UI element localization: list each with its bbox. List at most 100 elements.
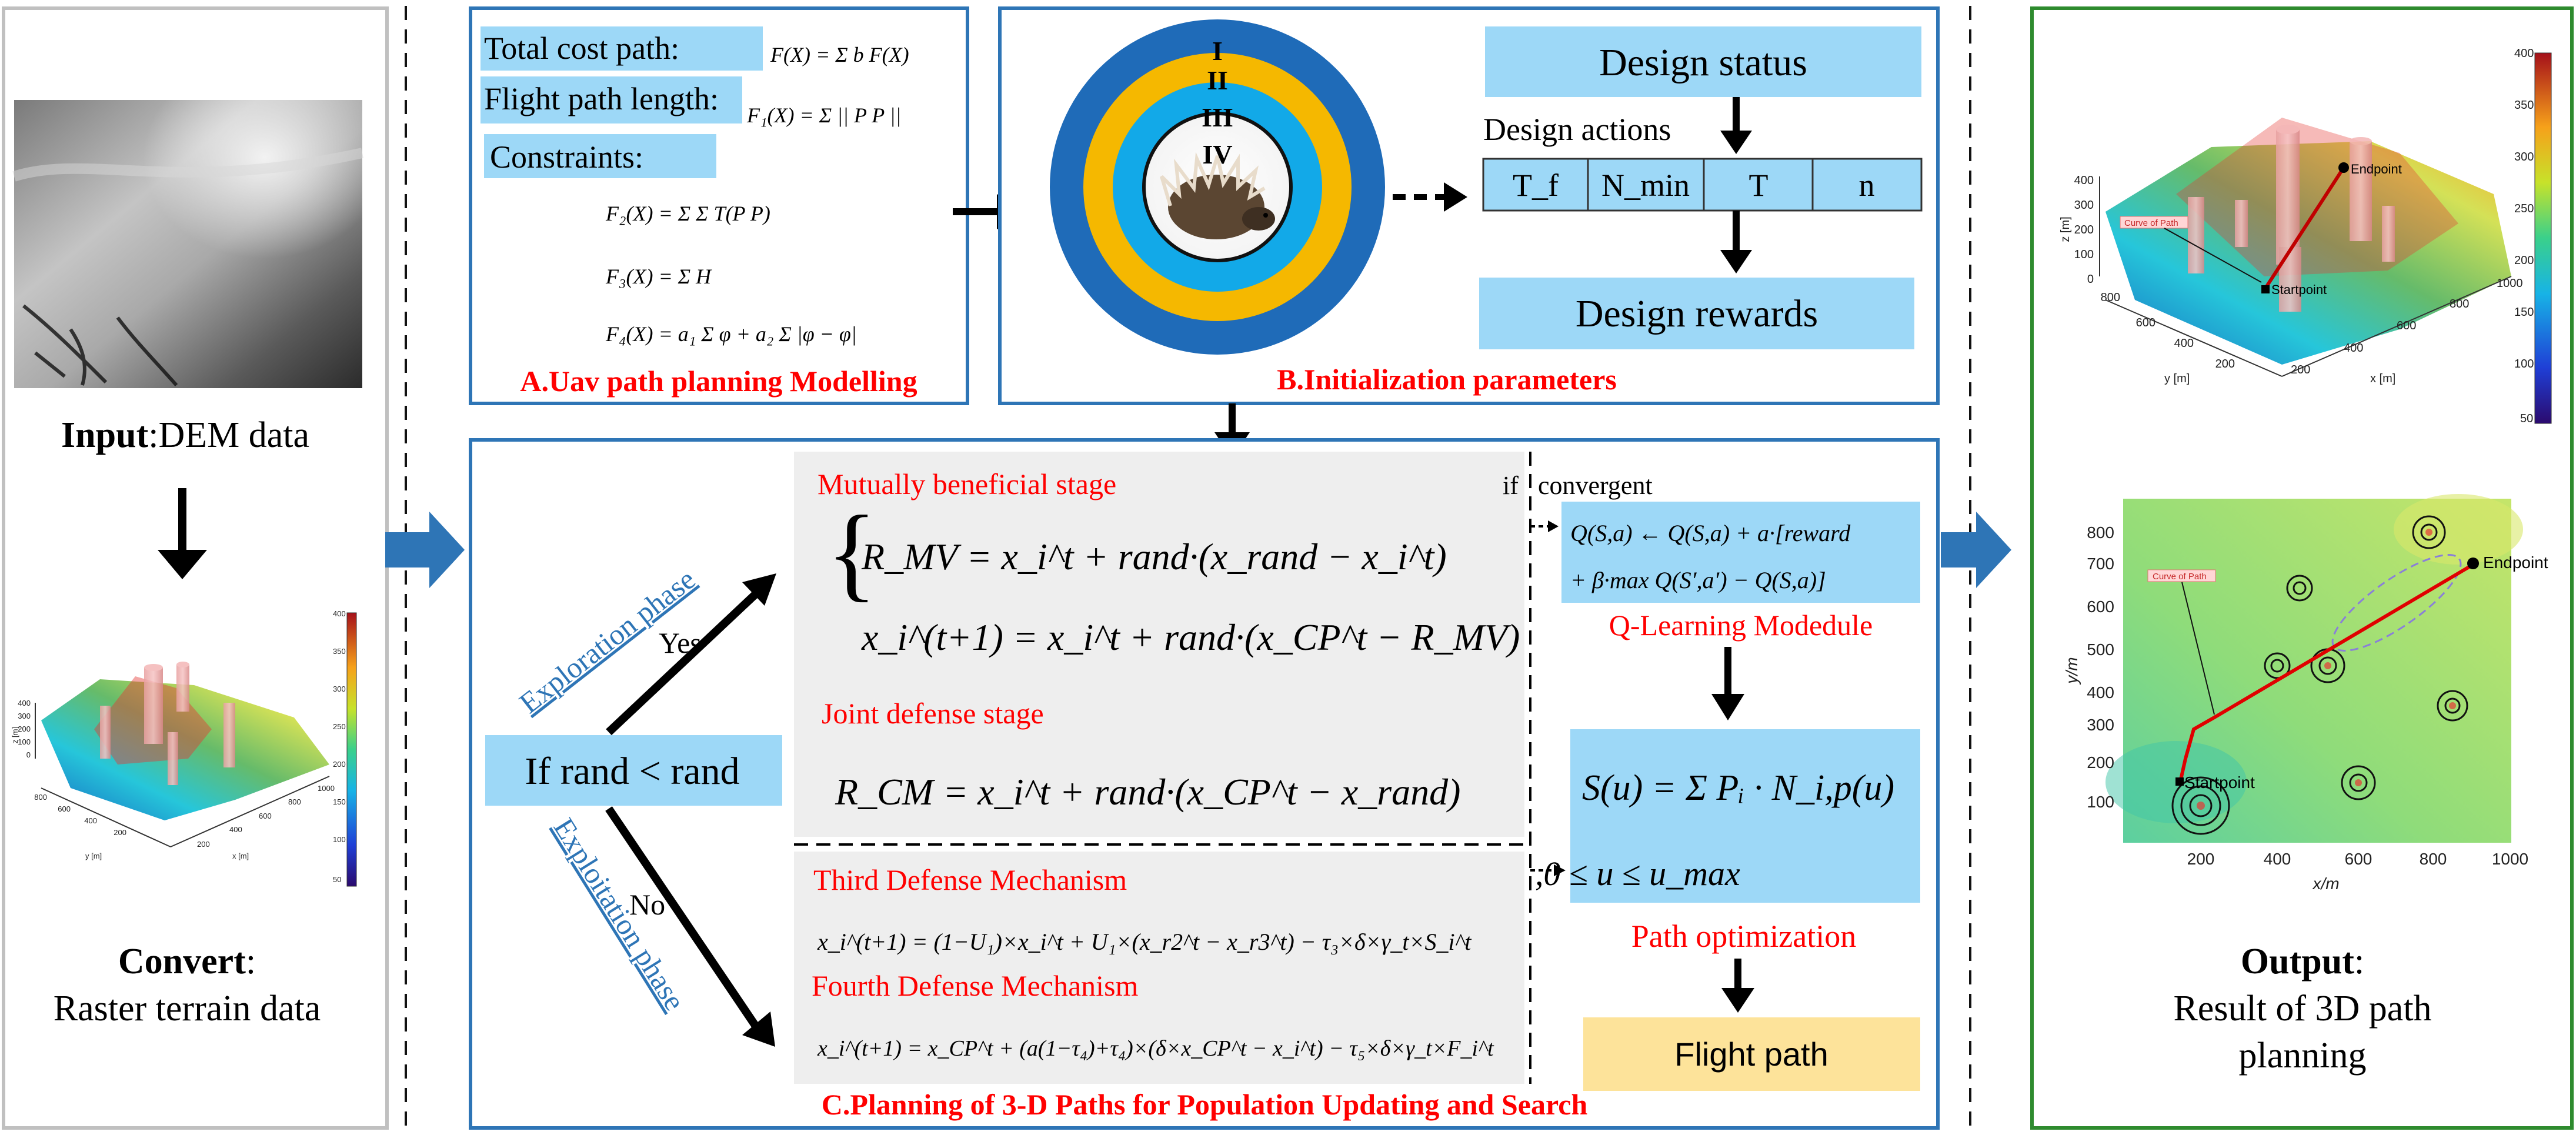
mini-z-tick: 300	[18, 712, 31, 720]
map-x-tick: 800	[2420, 850, 2447, 868]
mutual-brace: {	[826, 494, 877, 611]
mutual-stage-title: Mutually beneficial stage	[817, 468, 1116, 500]
cb-tick: 250	[2514, 202, 2534, 215]
flight-path-box	[1583, 1017, 1920, 1091]
section-a-caption: A.Uav path planning Modelling	[520, 365, 917, 398]
mini-x-tick: 200	[197, 840, 210, 849]
mini-x-tick: 800	[288, 797, 301, 806]
plot3d-path	[2264, 166, 2345, 289]
third-defense-eq: x_i^(t+1) = (1−U₁)×x_i^t + U₁×(x_r2^t − …	[817, 929, 1471, 955]
mini-cb-tick: 100	[333, 835, 346, 844]
arrow-actions-to-rewards	[1720, 211, 1752, 273]
cb-tick: 400	[2514, 47, 2534, 60]
cb-tick: 150	[2514, 306, 2534, 319]
convert-text: Raster terrain data	[54, 989, 321, 1029]
arrow-s-to-flight	[1721, 959, 1754, 1013]
map-y-tick: 100	[2087, 793, 2114, 811]
cb-tick: 300	[2514, 151, 2534, 163]
ring-label-i: I	[1212, 36, 1223, 66]
plot3d-endpoint-label: Endpoint	[2351, 162, 2402, 176]
cb-tick: 100	[2514, 358, 2534, 370]
convert-bold: Convert	[118, 942, 246, 982]
design-status-label: Design status	[1599, 41, 1807, 84]
ring-label-iii: III	[1202, 102, 1233, 132]
if-label: if	[1503, 471, 1519, 500]
map-startpoint-label: Startpoint	[2184, 773, 2255, 792]
plot3d-z-tick: 0	[2087, 273, 2094, 286]
q-learning-box	[1561, 502, 1920, 603]
cb-tick: 350	[2514, 99, 2534, 112]
map-y-tick: 300	[2087, 716, 2114, 734]
bspline-box	[1570, 729, 1920, 903]
map-x-tick: 200	[2187, 850, 2215, 868]
action-cell-t: T	[1749, 168, 1769, 203]
condition-label: If rand < rand	[525, 750, 739, 793]
action-table: T_f N_min T n	[1482, 158, 1923, 212]
plot3d-x-tick: 600	[2397, 319, 2416, 332]
section-c-caption: C.Planning of 3-D Paths for Population U…	[822, 1088, 1588, 1121]
mini-x-label: x [m]	[232, 852, 249, 860]
mini-y-tick: 600	[58, 804, 71, 813]
plot3d-z-label: z [m]	[2059, 216, 2072, 242]
right-panel: Endpoint Startpoint Curve of Path 400 30…	[2030, 6, 2574, 1130]
no-arrow	[605, 806, 775, 1047]
plot3d: Endpoint Startpoint Curve of Path 400 30…	[2059, 47, 2552, 425]
mini-z-label: z [m]	[11, 727, 19, 743]
flight-length-box	[481, 76, 742, 123]
mini-y-label: y [m]	[85, 852, 102, 860]
section-b-caption: B.Initialization parameters	[1277, 363, 1617, 396]
map-startpoint-marker	[2175, 777, 2184, 786]
mini-cb-tick: 150	[333, 797, 346, 806]
map-y-tick: 400	[2087, 683, 2114, 702]
f1-equation: F₁(X) = Σ || P P ||	[746, 104, 901, 127]
q-eq1: Q(S,a) ← Q(S,a) + a·[reward	[1570, 520, 1851, 546]
plot3d-curve-box	[2120, 216, 2188, 229]
map-y-tick: 600	[2087, 597, 2114, 616]
dashed-arrow-to-q	[1530, 520, 1559, 532]
mini-cb-tick: 250	[333, 722, 346, 731]
flight-length-label: Flight path length:	[484, 81, 719, 116]
mini-z-tick: 400	[18, 699, 31, 707]
mutual-eq1: R_MV = x_i^t + rand·(x_rand − x_i^t)	[861, 536, 1447, 577]
ring-label-ii: II	[1207, 65, 1228, 95]
plot3d-z-tick: 300	[2074, 199, 2094, 212]
mini-colorbar	[346, 612, 357, 887]
f3-equation: F₃(X) = Σ H	[605, 265, 712, 288]
flight-path-label: Flight path	[1674, 1036, 1828, 1073]
joint-defense-eq: R_CM = x_i^t + rand·(x_CP^t − x_rand)	[835, 771, 1460, 813]
plot3d-y-tick: 400	[2174, 337, 2194, 350]
map-y-tick: 800	[2087, 523, 2114, 542]
input-text: :DEM data	[148, 415, 309, 455]
convergent-label: convergent	[1538, 471, 1653, 500]
plot3d-colorbar	[2534, 52, 2552, 424]
action-cell-n: n	[1859, 168, 1875, 203]
constraints-label: Constraints:	[490, 139, 643, 175]
plot3d-x-tick: 800	[2450, 298, 2469, 311]
section-a-frame	[469, 6, 969, 405]
joint-defense-title: Joint defense stage	[822, 697, 1044, 730]
mini-cb-tick: 350	[333, 647, 346, 656]
map-endpoint-marker	[2467, 558, 2479, 569]
map2d: Endpoint Startpoint Curve of Path 800 70…	[2063, 494, 2548, 893]
q-learning-title: Q-Learning Modedule	[1609, 609, 1873, 642]
mini-cb-tick: 400	[333, 609, 346, 618]
bspline-range: ,0 ≤ u ≤ u_max	[1535, 854, 1740, 893]
map-y-label: y/m	[2063, 657, 2081, 685]
output-colon: :	[2354, 942, 2364, 982]
plot3d-startpoint-marker	[2261, 285, 2270, 293]
map-x-tick: 400	[2264, 850, 2291, 868]
convert-colon: :	[246, 942, 256, 982]
map-y-tick: 200	[2087, 753, 2114, 772]
design-status-box	[1485, 26, 1921, 97]
design-rewards-box	[1479, 278, 1914, 349]
dem-image	[12, 100, 363, 388]
output-line1: Result of 3D path	[2173, 989, 2431, 1029]
mini-x-tick: 1000	[318, 784, 335, 793]
mini-cb-tick: 50	[333, 875, 341, 884]
arrow-status-to-actions	[1720, 97, 1752, 154]
mini-y-tick: 200	[114, 828, 126, 837]
big-arrow-left	[385, 512, 465, 588]
mini-z-tick: 100	[18, 737, 31, 746]
